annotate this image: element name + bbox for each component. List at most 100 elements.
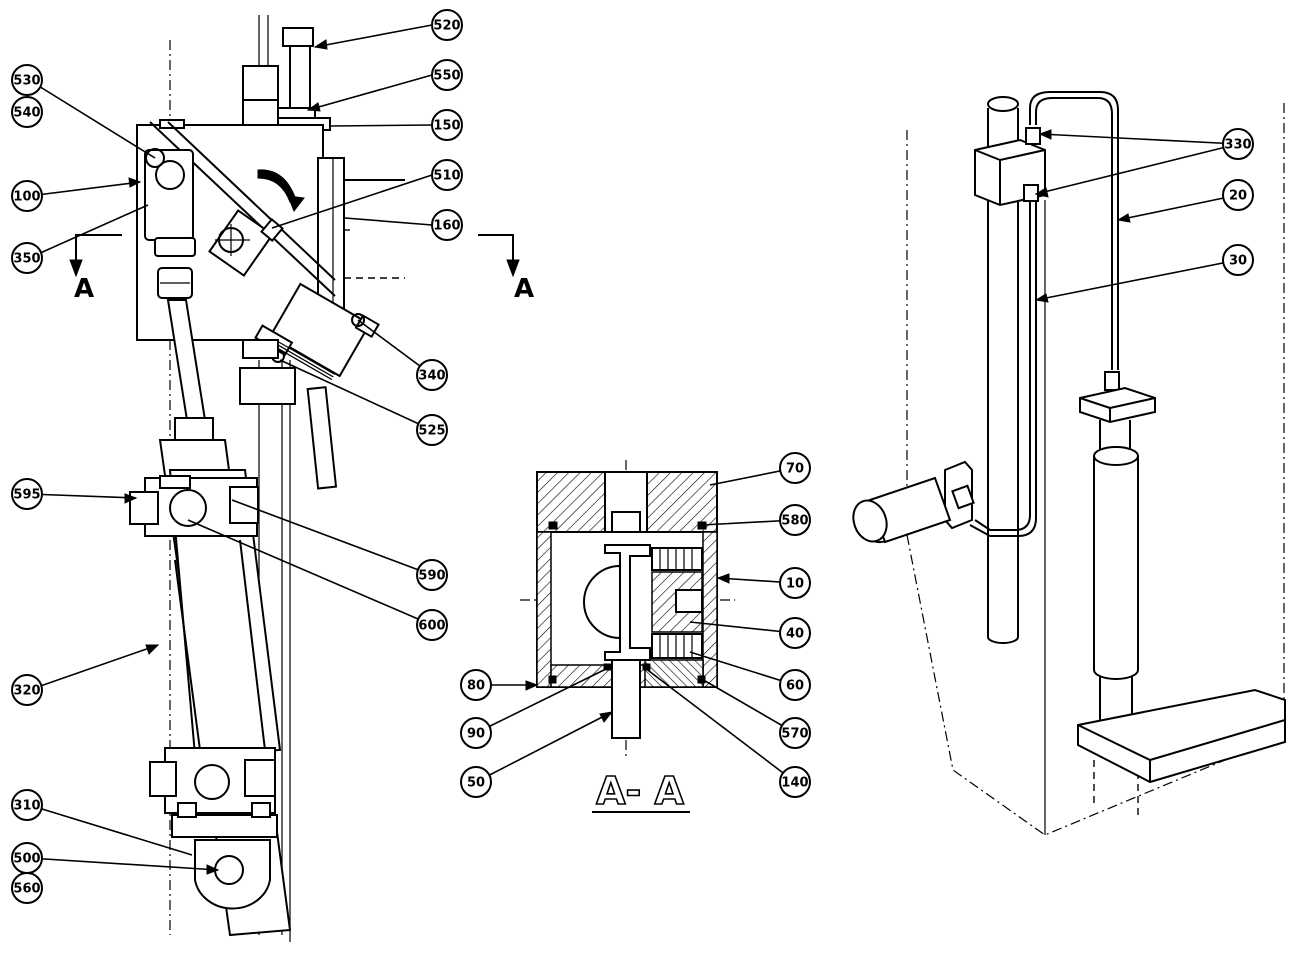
callout-570: 570 [779, 717, 811, 749]
section-title: A- A [596, 769, 684, 813]
callout-circle [779, 452, 811, 484]
callout-30: 30 [1222, 244, 1254, 276]
callout-circle [416, 559, 448, 591]
callout-80: 80 [460, 669, 492, 701]
callout-circle [431, 109, 463, 141]
callout-circle [779, 567, 811, 599]
callout-label: 600 [418, 619, 445, 634]
callout-label: 50 [467, 776, 485, 791]
callout-circle [460, 766, 492, 798]
callout-500: 500 [11, 842, 43, 874]
callout-550: 550 [431, 59, 463, 91]
callout-circle [460, 717, 492, 749]
callout-label: 570 [781, 727, 808, 742]
callout-label: 580 [781, 514, 808, 529]
callout-circle [11, 180, 43, 212]
callout-320: 320 [11, 674, 43, 706]
callout-circle [431, 59, 463, 91]
section-arrow-right: A [478, 234, 534, 304]
callout-label: 10 [786, 577, 804, 592]
callout-350: 350 [11, 242, 43, 274]
callout-label: 100 [13, 190, 40, 205]
callout-label: 140 [781, 776, 808, 791]
callout-340: 340 [416, 359, 448, 391]
isometric-view [852, 91, 1286, 836]
callout-circle [779, 766, 811, 798]
callout-label: 160 [433, 219, 460, 234]
callout-circle [431, 9, 463, 41]
callout-label: 60 [786, 679, 804, 694]
callout-600: 600 [416, 609, 448, 641]
left-assembly-view: A A [69, 15, 534, 942]
section-view-a-a: A- A [520, 460, 735, 814]
callout-label: 30 [1229, 254, 1247, 269]
callout-circle [11, 242, 43, 274]
callout-circle [416, 359, 448, 391]
callout-label: 510 [433, 169, 460, 184]
callout-label: 520 [433, 19, 460, 34]
callout-circle [1222, 179, 1254, 211]
callout-label: 70 [786, 462, 804, 477]
callout-circle [11, 674, 43, 706]
callout-310: 310 [11, 789, 43, 821]
callout-590: 590 [416, 559, 448, 591]
callout-330: 330 [1222, 128, 1254, 160]
callout-label: 320 [13, 684, 40, 699]
callout-label: 20 [1229, 189, 1247, 204]
callout-circle [11, 64, 43, 96]
callout-70: 70 [779, 452, 811, 484]
callout-label: 310 [13, 799, 40, 814]
callout-50: 50 [460, 766, 492, 798]
callout-circle [779, 717, 811, 749]
callout-60: 60 [779, 669, 811, 701]
callout-label: 330 [1224, 138, 1251, 153]
callout-label: 150 [433, 119, 460, 134]
callout-circle [11, 96, 43, 128]
callout-circle [431, 209, 463, 241]
section-arrow-left: A [69, 234, 122, 304]
callout-bubbles: 520 550 530 540 150 100 510 160 350 340 525 595 590 6… [11, 9, 1254, 904]
callout-510: 510 [431, 159, 463, 191]
callout-40: 40 [779, 617, 811, 649]
section-marker-left: A [74, 274, 94, 304]
callout-580: 580 [779, 504, 811, 536]
section-marker-right: A [514, 274, 534, 304]
callout-label: 560 [13, 882, 40, 897]
callout-140: 140 [779, 766, 811, 798]
callout-label: 590 [418, 569, 445, 584]
callout-560: 560 [11, 872, 43, 904]
callout-label: 540 [13, 106, 40, 121]
callout-160: 160 [431, 209, 463, 241]
callout-530: 530 [11, 64, 43, 96]
callout-circle [1222, 128, 1254, 160]
callout-label: 500 [13, 852, 40, 867]
callout-label: 340 [418, 369, 445, 384]
callout-label: 550 [433, 69, 460, 84]
callout-label: 350 [13, 252, 40, 267]
callout-10: 10 [779, 567, 811, 599]
callout-label: 90 [467, 727, 485, 742]
leader-lines [28, 24, 1239, 875]
callout-circle [779, 617, 811, 649]
callout-circle [1222, 244, 1254, 276]
callout-circle [460, 669, 492, 701]
callout-label: 530 [13, 74, 40, 89]
callout-90: 90 [460, 717, 492, 749]
callout-circle [431, 159, 463, 191]
callout-100: 100 [11, 180, 43, 212]
callout-label: 80 [467, 679, 485, 694]
callout-label: 525 [418, 424, 445, 439]
callout-20: 20 [1222, 179, 1254, 211]
callout-circle [416, 414, 448, 446]
callout-540: 540 [11, 96, 43, 128]
callout-circle [416, 609, 448, 641]
callout-595: 595 [11, 478, 43, 510]
callout-150: 150 [431, 109, 463, 141]
callout-label: 595 [13, 488, 40, 503]
callout-circle [779, 669, 811, 701]
callout-circle [11, 478, 43, 510]
callout-label: 40 [786, 627, 804, 642]
callout-525: 525 [416, 414, 448, 446]
callout-520: 520 [431, 9, 463, 41]
